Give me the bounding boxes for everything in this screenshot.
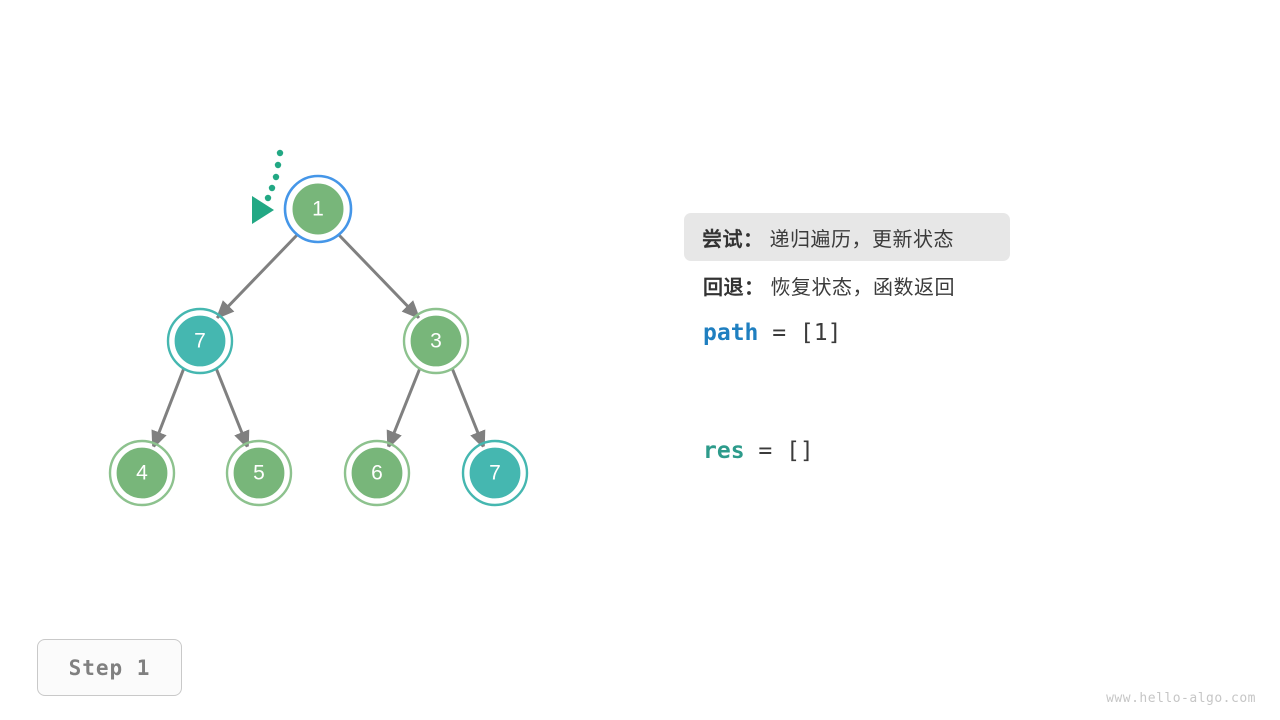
- tree-node-4[interactable]: 4: [108, 439, 176, 507]
- code-line-path: path = [1]: [685, 309, 1205, 357]
- info-panel: 尝试： 递归遍历，更新状态 回退： 恢复状态，函数返回 path = [1] r…: [684, 213, 1205, 475]
- tree-node-5-label: 5: [253, 462, 265, 485]
- annotation-backtrack-label: 回退：: [703, 276, 765, 299]
- tree-node-1-label: 1: [312, 198, 324, 221]
- annotation-try: 尝试： 递归遍历，更新状态: [684, 213, 1010, 261]
- tree-node-3-label: 3: [430, 330, 442, 353]
- edge-3-to-6: [386, 367, 422, 450]
- edge-7l-to-4: [151, 367, 186, 450]
- traversal-pointer: [252, 149, 284, 224]
- step-badge: Step 1: [37, 639, 182, 696]
- binary-tree-diagram: 1 7 3 4: [108, 149, 529, 507]
- pointer-triangle-icon: [252, 196, 274, 224]
- step-badge-label: Step 1: [68, 655, 151, 680]
- code-var-path: path: [703, 320, 759, 346]
- watermark-text: www.hello-algo.com: [1106, 691, 1256, 706]
- tree-node-6[interactable]: 6: [343, 439, 411, 507]
- watermark: www.hello-algo.com: [1106, 691, 1256, 706]
- tree-node-7-right-label: 7: [489, 462, 501, 485]
- tree-node-4-label: 4: [136, 462, 148, 485]
- code-value-res: = []: [744, 438, 814, 464]
- tree-node-6-label: 6: [371, 462, 383, 485]
- edge-7l-to-5: [214, 367, 250, 450]
- tree-node-5[interactable]: 5: [225, 439, 293, 507]
- tree-node-1[interactable]: 1: [283, 174, 353, 244]
- edge-3-to-7r: [450, 367, 486, 450]
- tree-edges: [151, 232, 486, 450]
- annotation-backtrack-text: 恢复状态，函数返回: [770, 276, 955, 299]
- annotation-try-label: 尝试：: [702, 228, 764, 251]
- code-spacer: [685, 357, 1205, 427]
- tree-node-7-right[interactable]: 7: [461, 439, 529, 507]
- annotation-backtrack: 回退： 恢复状态，函数返回: [685, 261, 1205, 309]
- annotation-try-text: 递归遍历，更新状态: [769, 228, 954, 251]
- code-value-path: = [1]: [758, 320, 842, 346]
- tree-nodes: 1 7 3 4: [108, 174, 529, 507]
- edge-1-to-7l: [215, 232, 300, 320]
- edge-1-to-3: [336, 232, 421, 320]
- code-line-res: res = []: [685, 427, 1205, 475]
- code-var-res: res: [703, 438, 745, 464]
- tree-node-7-left[interactable]: 7: [166, 307, 234, 375]
- tree-node-3[interactable]: 3: [402, 307, 470, 375]
- tree-node-7-left-label: 7: [194, 330, 206, 353]
